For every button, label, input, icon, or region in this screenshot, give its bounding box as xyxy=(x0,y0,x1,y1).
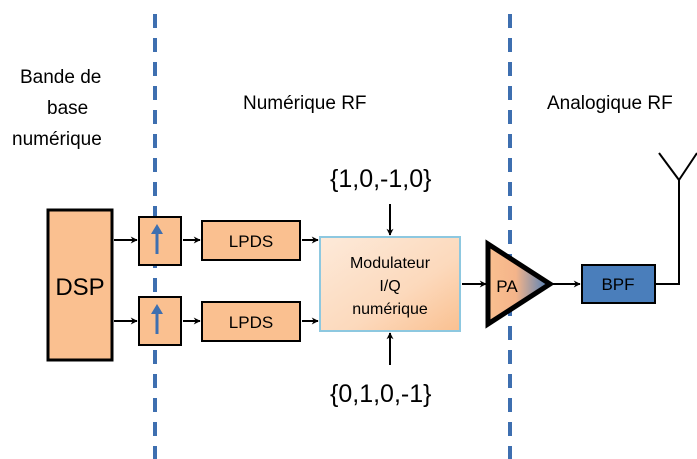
sequence-label-top: {1,0,-1,0} xyxy=(330,165,432,193)
dsp-block xyxy=(46,208,114,362)
zone-label-baseband-line-2: base xyxy=(47,98,89,119)
bpf-label: BPF xyxy=(601,275,634,294)
pa-label: PA xyxy=(496,277,518,296)
pa-amplifier xyxy=(485,239,555,329)
modulator-label-line-3: numérique xyxy=(352,301,428,318)
zone-label-analog-rf: Analogique RF xyxy=(547,93,673,114)
modulator-label-line-1: Modulateur xyxy=(350,255,431,272)
upsampler-block-bottom xyxy=(138,296,182,346)
lpds-block-bottom xyxy=(201,301,301,342)
zone-label-digital-rf: Numérique RF xyxy=(243,93,367,114)
antenna-icon xyxy=(658,152,697,181)
lpds-block-top xyxy=(201,220,301,261)
upsampler-block-top xyxy=(138,216,182,266)
modulator-block xyxy=(319,236,461,332)
modulator-label-line-2: I/Q xyxy=(379,278,400,295)
zone-label-baseband-line-3: numérique xyxy=(12,129,102,150)
lpds-label-top: LPDS xyxy=(229,232,273,251)
sequence-label-bottom: {0,1,0,-1} xyxy=(330,380,432,408)
up-arrow-icon xyxy=(151,304,163,334)
up-arrow-icon xyxy=(151,224,163,254)
lpds-label-bottom: LPDS xyxy=(229,313,273,332)
zone-label-baseband-line-1: Bande de xyxy=(20,67,102,88)
line-bpf-to-antenna xyxy=(655,180,680,285)
dsp-label: DSP xyxy=(55,274,104,301)
